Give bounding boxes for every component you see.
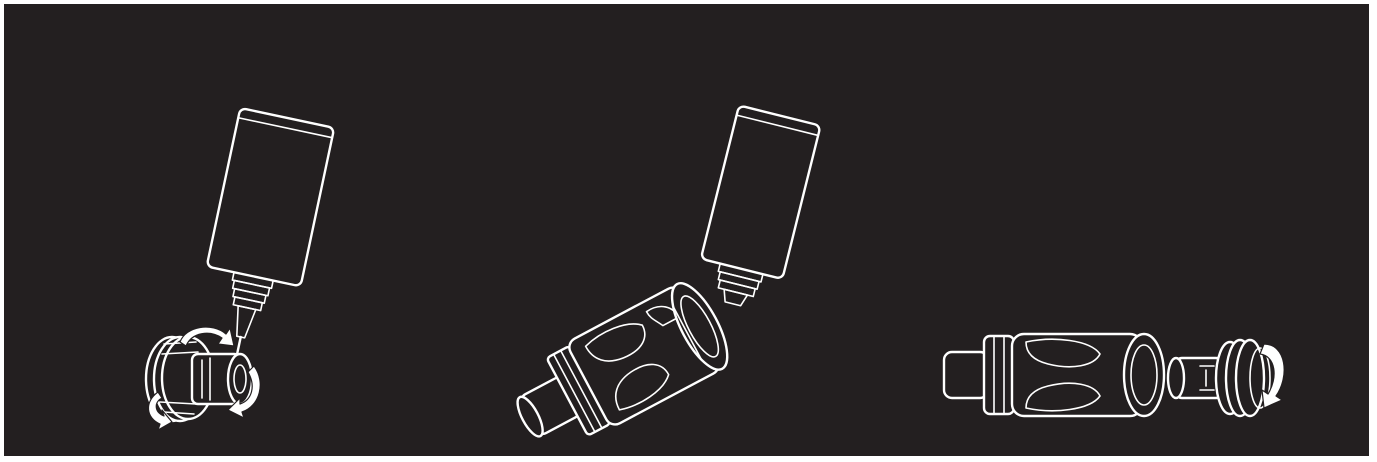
- step-fill-coil-panel: [4, 4, 459, 456]
- tank-body-icon: [501, 276, 739, 456]
- instruction-illustration: [4, 4, 1369, 456]
- bottle-icon: [692, 105, 820, 314]
- step-fill-tank-panel: [459, 4, 914, 456]
- step-assemble-panel: [914, 4, 1369, 456]
- tank-body-icon: [944, 334, 1164, 416]
- coil-head-icon: [1168, 340, 1270, 416]
